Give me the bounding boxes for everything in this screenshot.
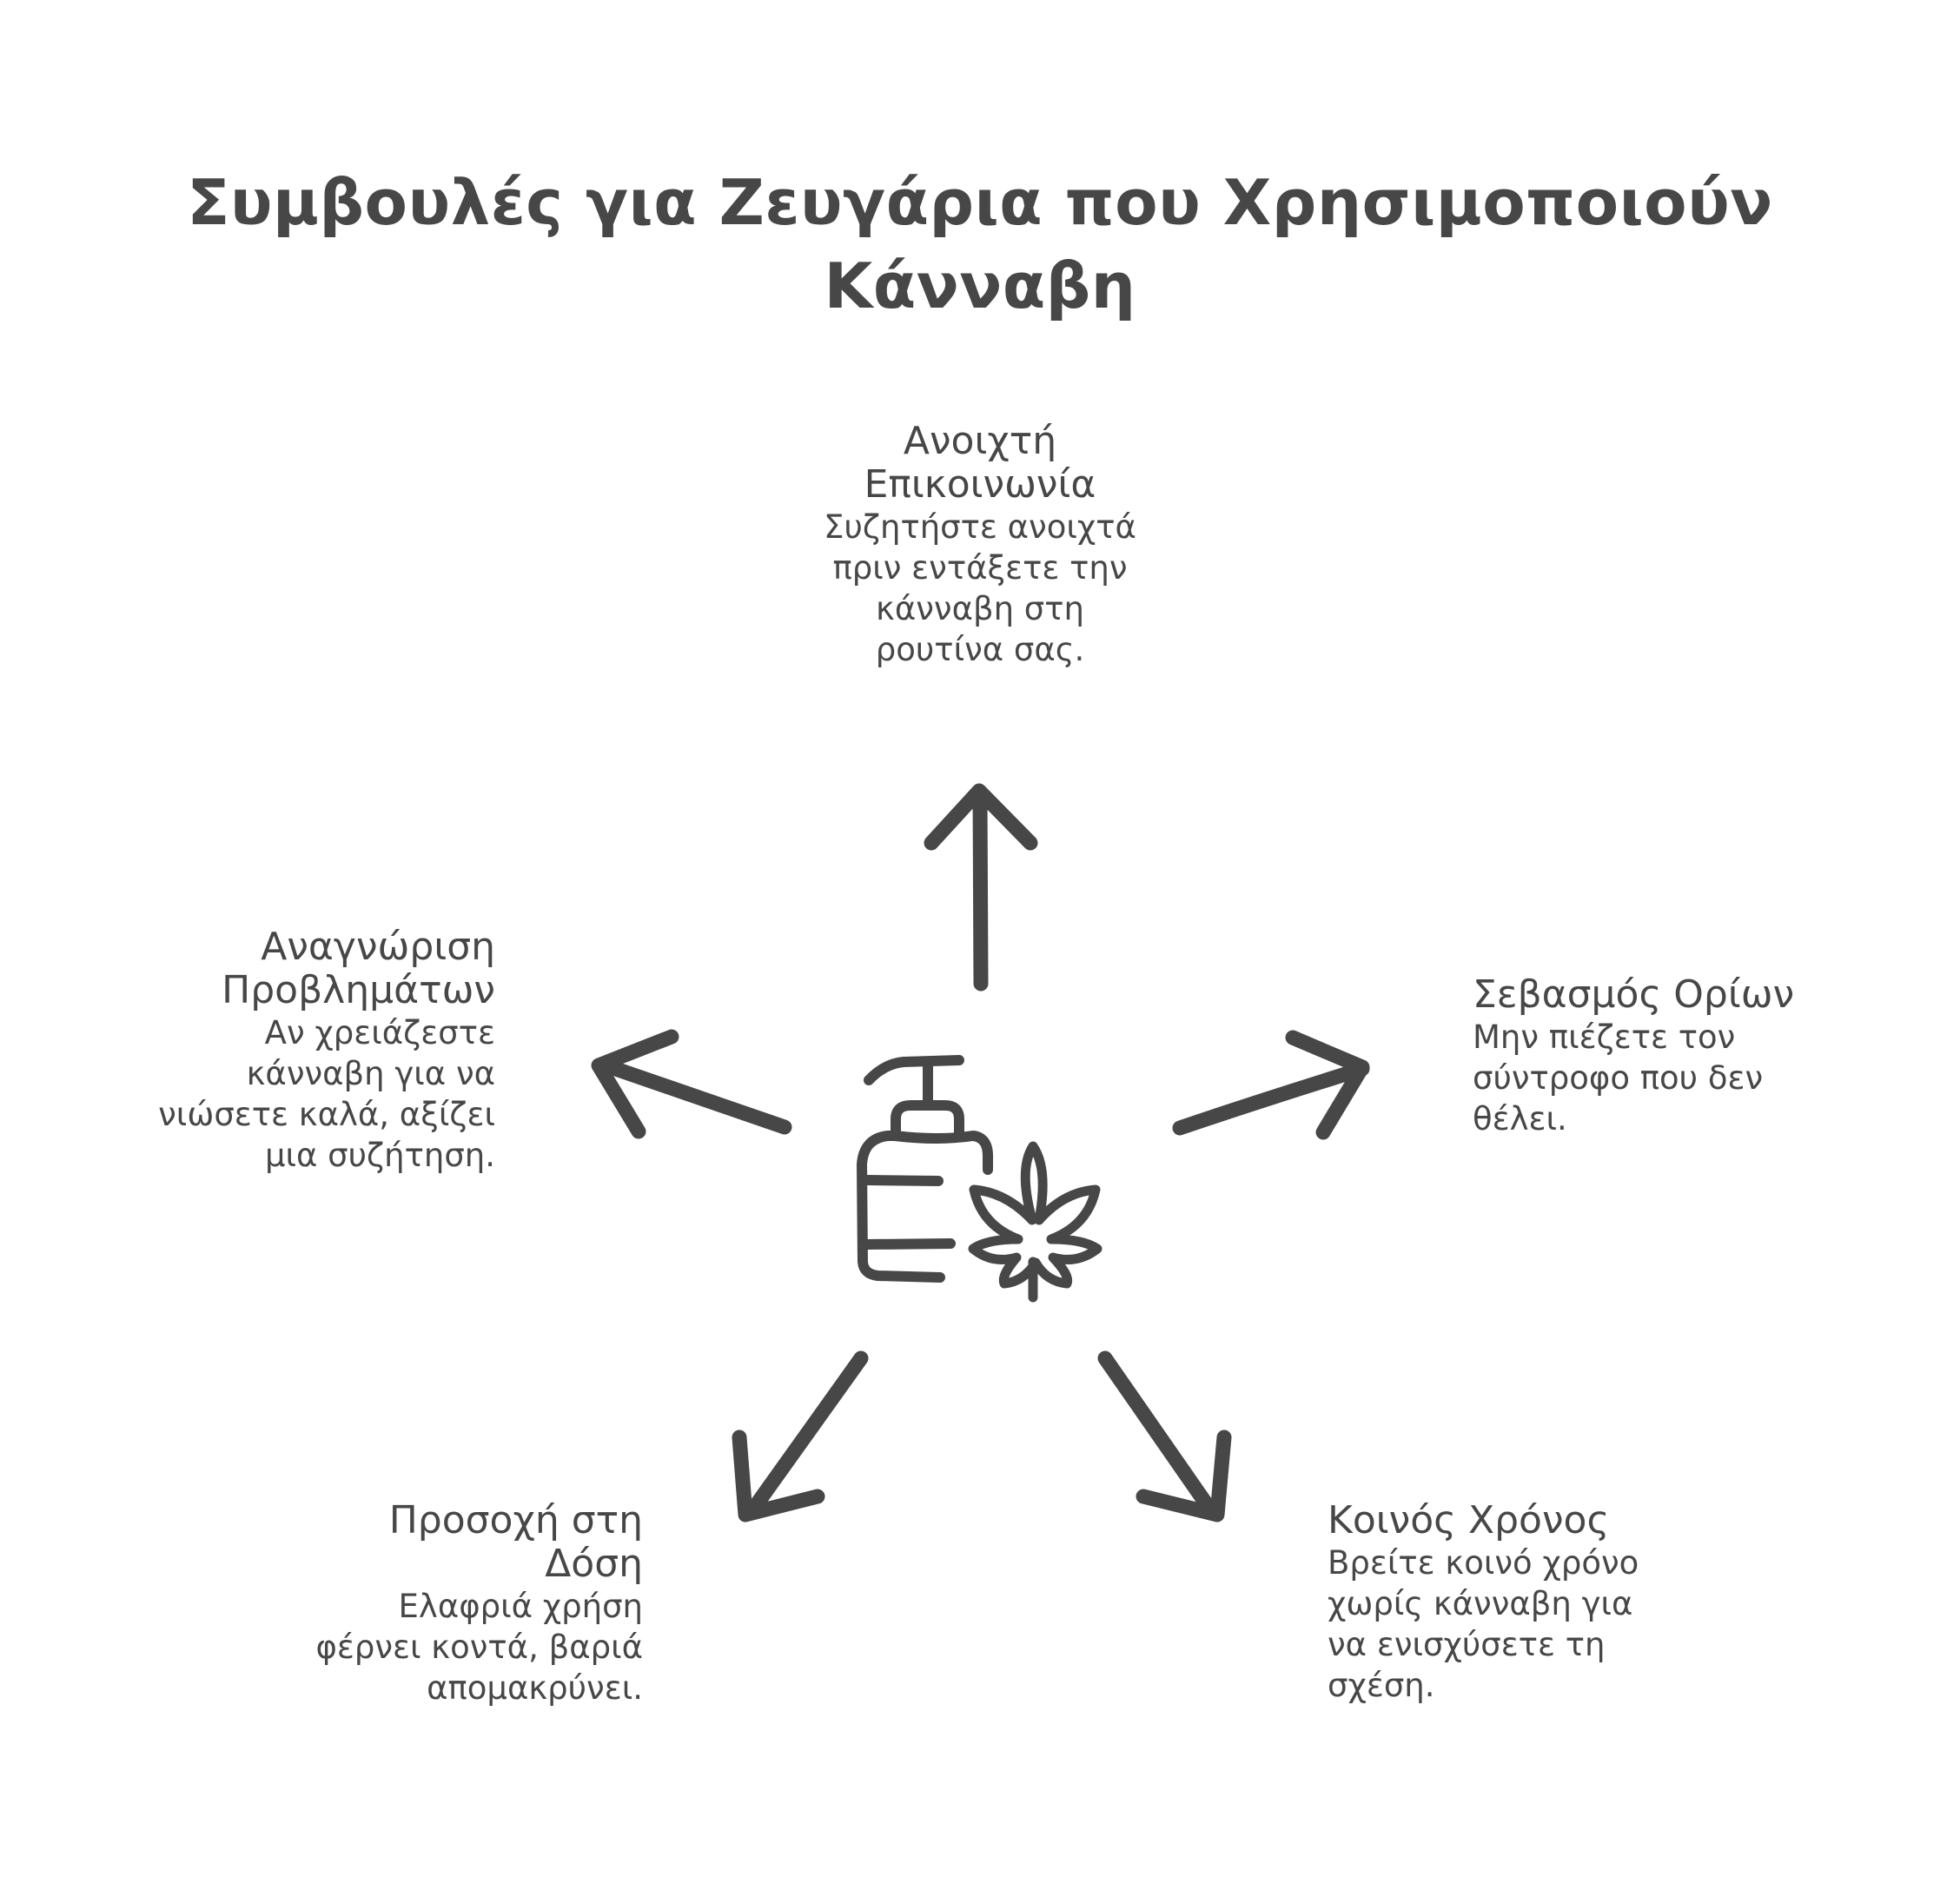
tip-body: Αν χρειάζεστε κάνναβη για να νιώσετε καλ… [158, 1014, 495, 1174]
tip-body: Μην πιέζετε τον σύντροφο που δεν θέλει. [1473, 1018, 1764, 1138]
arrow-down-left-icon [732, 1350, 869, 1522]
tip-shared-time: Κοινός Χρόνος Βρείτε κοινό χρόνο χωρίς κ… [1328, 1499, 1745, 1706]
tip-dose-caution: Προσοχή στη Δόση Ελαφριά χρήση φέρνει κο… [226, 1499, 643, 1708]
tip-recognizing-problems: Αναγνώριση Προβλημάτων Αν χρειάζεστε κάν… [78, 925, 495, 1176]
tip-heading: Ανοιχτή Επικοινωνία [864, 419, 1096, 507]
arrow-up-icon [924, 783, 1038, 992]
title-line-2: Κάνναβη [824, 249, 1136, 322]
tip-heading: Σεβασμός Ορίων [1473, 972, 1795, 1017]
tip-body: Βρείτε κοινό χρόνο χωρίς κάνναβη για να … [1328, 1544, 1639, 1704]
arrow-up-left-icon [591, 1029, 792, 1139]
tip-respecting-boundaries: Σεβασμός Ορίων Μην πιέζετε τον σύντροφο … [1473, 973, 1890, 1139]
tip-heading: Κοινός Χρόνος [1328, 1498, 1610, 1542]
tip-heading: Αναγνώριση Προβλημάτων [222, 925, 495, 1012]
tip-heading: Προσοχή στη Δόση [388, 1498, 643, 1586]
arrow-up-right-icon [1172, 1030, 1370, 1140]
diagram-title: Συμβουλές για Ζευγάρια που Χρησιμοποιούν… [0, 161, 1960, 328]
lotion-bottle-and-cannabis-leaf-icon [857, 1055, 1102, 1303]
tip-body: Ελαφριά χρήση φέρνει κοντά, βαριά απομακ… [315, 1588, 643, 1707]
tip-body: Συζητήστε ανοιχτά πριν εντάξετε την κάνν… [824, 508, 1136, 668]
tip-open-communication: Ανοιχτή Επικοινωνία Συζητήστε ανοιχτά πρ… [763, 420, 1197, 670]
title-line-1: Συμβουλές για Ζευγάρια που Χρησιμοποιούν [187, 166, 1773, 239]
arrow-down-right-icon [1097, 1350, 1232, 1522]
